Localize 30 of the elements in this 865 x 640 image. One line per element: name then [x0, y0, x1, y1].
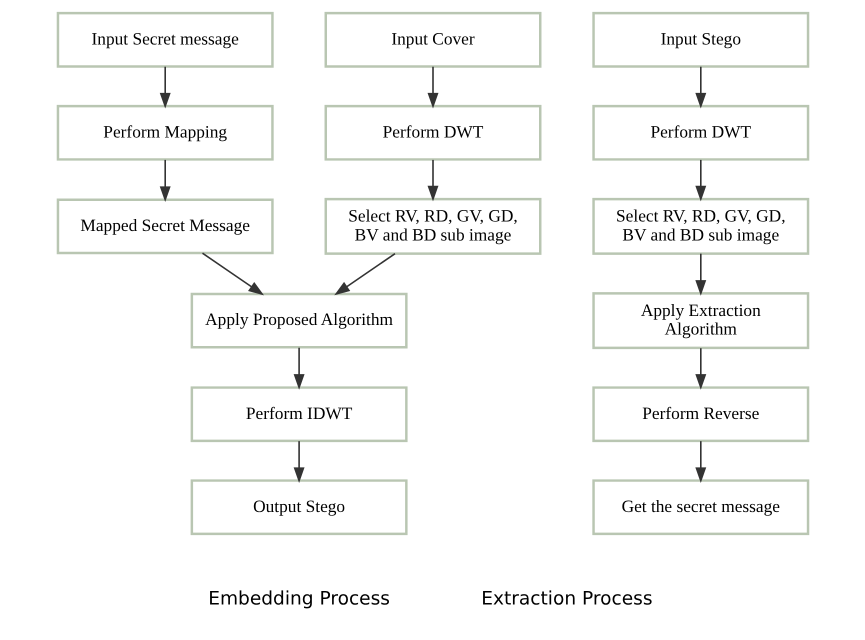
label: Extraction Process: [480, 588, 652, 610]
arrow: [293, 441, 304, 483]
arrow: [427, 160, 438, 202]
arrow: [334, 253, 395, 296]
node-box: Apply Proposed Algorithm: [190, 292, 408, 349]
arrow: [694, 160, 706, 202]
arrow: [427, 66, 438, 109]
arrow: [202, 252, 264, 296]
node-box: Perform DWT: [324, 104, 541, 161]
arrow: [159, 160, 170, 202]
label: Embedding Process: [208, 588, 390, 610]
node-box: Perform IDWT: [190, 386, 408, 442]
node-box: Input Stego: [592, 12, 809, 68]
arrow: [694, 254, 706, 296]
node-box: Apply Extraction Algorithm: [592, 292, 809, 350]
node-box: Perform Mapping: [56, 104, 274, 161]
arrow: [694, 348, 706, 390]
node-box: Output Stego: [190, 479, 408, 536]
arrow: [293, 348, 304, 390]
node-box: Get the secret message: [592, 479, 809, 536]
arrow: [159, 66, 170, 109]
node-box: Input Cover: [324, 12, 541, 68]
node-box: Mapped Secret Message: [56, 198, 274, 254]
node-box: Perform DWT: [592, 104, 809, 161]
node-box: Input Secret message: [56, 12, 274, 68]
arrow: [694, 441, 706, 483]
arrow: [694, 66, 706, 109]
node-box: Select RV, RD, GV, GD, BV and BD sub image: [592, 198, 809, 255]
node-box: Perform Reverse: [592, 386, 809, 442]
node-box: Select RV, RD, GV, GD, BV and BD sub image: [324, 198, 541, 255]
